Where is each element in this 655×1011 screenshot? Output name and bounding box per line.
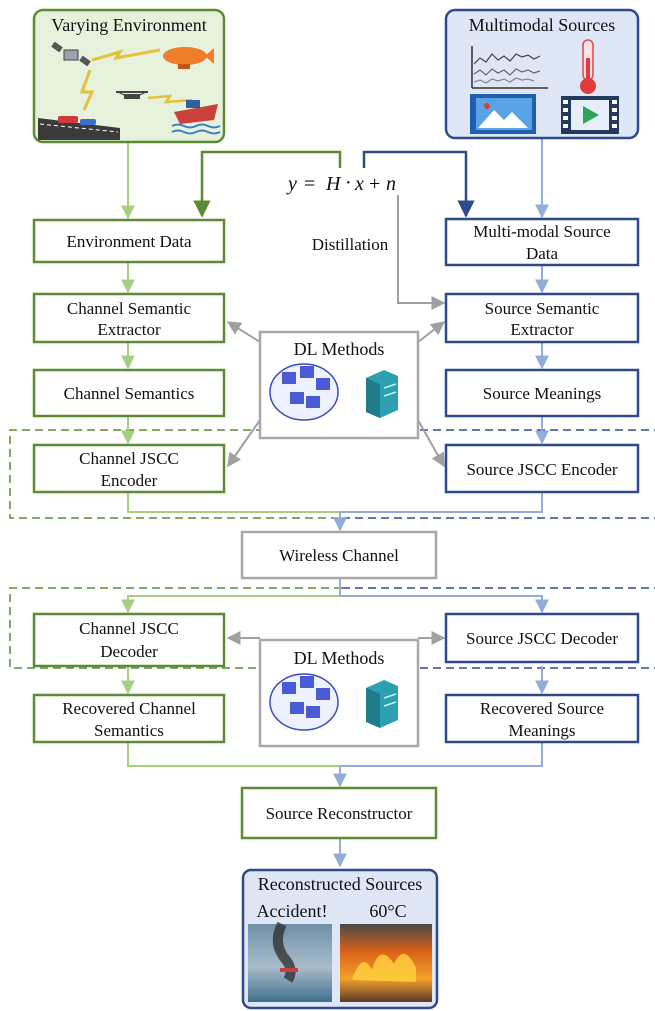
chart-icon — [471, 46, 548, 89]
environment-data-box: Environment Data — [32, 218, 226, 264]
svg-text:x: x — [354, 173, 364, 195]
svg-text:·: · — [345, 172, 352, 194]
svg-text:Source JSCC Encoder: Source JSCC Encoder — [466, 460, 617, 479]
car-icon — [38, 116, 120, 140]
recovered-channel-semantics-box: Recovered Channel Semantics — [32, 693, 226, 744]
channel-equation: y = H · x + n — [286, 172, 396, 195]
svg-text:=: = — [304, 173, 315, 195]
reconstructed-sources-title: Reconstructed Sources — [258, 874, 422, 894]
svg-text:Multi-modal Source: Multi-modal Source — [473, 222, 610, 241]
source-semantic-extractor-box: Source Semantic Extractor — [444, 292, 640, 344]
temperature-caption: 60°C — [369, 901, 406, 921]
svg-text:Decoder: Decoder — [100, 642, 158, 661]
svg-text:+: + — [369, 173, 380, 195]
drone-icon — [116, 91, 148, 99]
accident-caption: Accident! — [257, 901, 328, 921]
channel-semantic-extractor-box: Channel Semantic Extractor — [32, 292, 226, 344]
dl-methods-box-top: DL Methods — [258, 330, 420, 440]
svg-text:Channel JSCC: Channel JSCC — [79, 449, 179, 468]
channel-semantics-box: Channel Semantics — [32, 368, 226, 418]
varying-environment-panel: Varying Environment — [32, 8, 226, 144]
equation-connectors — [193, 150, 475, 218]
multimodal-sources-panel: Multimodal Sources — [444, 8, 640, 140]
varying-environment-title: Varying Environment — [51, 15, 206, 35]
distillation-label: Distillation — [312, 235, 389, 254]
svg-text:Source Semantic: Source Semantic — [485, 299, 600, 318]
svg-text:Data: Data — [526, 244, 559, 263]
source-reconstructor-box: Source Reconstructor — [240, 786, 438, 840]
distillation-arrow — [397, 195, 446, 310]
server-cluster-icon-2 — [269, 673, 339, 731]
svg-text:DL Methods: DL Methods — [294, 648, 385, 668]
svg-text:Wireless Channel: Wireless Channel — [279, 546, 399, 565]
svg-text:Channel Semantic: Channel Semantic — [67, 299, 192, 318]
wireless-channel-box: Wireless Channel — [240, 530, 438, 580]
dl-methods-connectors — [226, 321, 446, 645]
reconstructed-sources-panel: Reconstructed Sources Accident! 60°C — [241, 868, 439, 1010]
server-icon — [366, 370, 398, 418]
svg-text:Environment Data: Environment Data — [66, 232, 192, 251]
svg-text:Extractor: Extractor — [97, 320, 161, 339]
recovered-source-meanings-box: Recovered Source Meanings — [444, 693, 640, 744]
dl-methods-box-bottom: DL Methods — [258, 638, 420, 748]
svg-text:Channel JSCC: Channel JSCC — [79, 619, 179, 638]
svg-text:Channel Semantics: Channel Semantics — [64, 384, 195, 403]
channel-jscc-encoder-box: Channel JSCC Encoder — [32, 443, 226, 494]
right-flow-arrows — [333, 138, 549, 868]
svg-text:Meanings: Meanings — [508, 721, 575, 740]
video-icon — [561, 96, 619, 134]
ship-icon — [171, 100, 221, 135]
multimodal-source-data-box: Multi-modal Source Data — [444, 217, 640, 267]
svg-text:Extractor: Extractor — [510, 320, 574, 339]
server-icon-2 — [366, 680, 398, 728]
source-jscc-encoder-box: Source JSCC Encoder — [444, 443, 640, 494]
signal-bolt-icon-2 — [79, 69, 95, 111]
satellite-icon — [51, 41, 91, 67]
svg-text:Recovered Channel: Recovered Channel — [62, 699, 196, 718]
svg-text:Source Meanings: Source Meanings — [483, 384, 602, 403]
svg-text:Source JSCC Decoder: Source JSCC Decoder — [466, 629, 618, 648]
multimodal-sources-title: Multimodal Sources — [469, 15, 616, 35]
signal-bolt-icon — [91, 48, 161, 62]
blimp-icon — [163, 47, 214, 69]
source-jscc-decoder-box: Source JSCC Decoder — [444, 612, 640, 664]
svg-text:Encoder: Encoder — [101, 471, 158, 490]
svg-text:n: n — [386, 173, 396, 195]
source-meanings-box: Source Meanings — [444, 368, 640, 418]
fire-photo — [340, 924, 432, 1002]
svg-text:Semantics: Semantics — [94, 721, 164, 740]
svg-text:y: y — [286, 173, 297, 195]
signal-bolt-icon-3 — [147, 94, 193, 104]
svg-text:H: H — [325, 173, 342, 195]
image-icon — [470, 94, 536, 134]
svg-text:Recovered Source: Recovered Source — [480, 699, 604, 718]
thermometer-icon — [580, 39, 596, 94]
server-cluster-icon — [269, 363, 339, 421]
channel-jscc-decoder-box: Channel JSCC Decoder — [32, 612, 226, 668]
ship-accident-photo — [248, 921, 332, 1002]
svg-text:DL Methods: DL Methods — [294, 339, 385, 359]
svg-text:Source Reconstructor: Source Reconstructor — [266, 804, 413, 823]
